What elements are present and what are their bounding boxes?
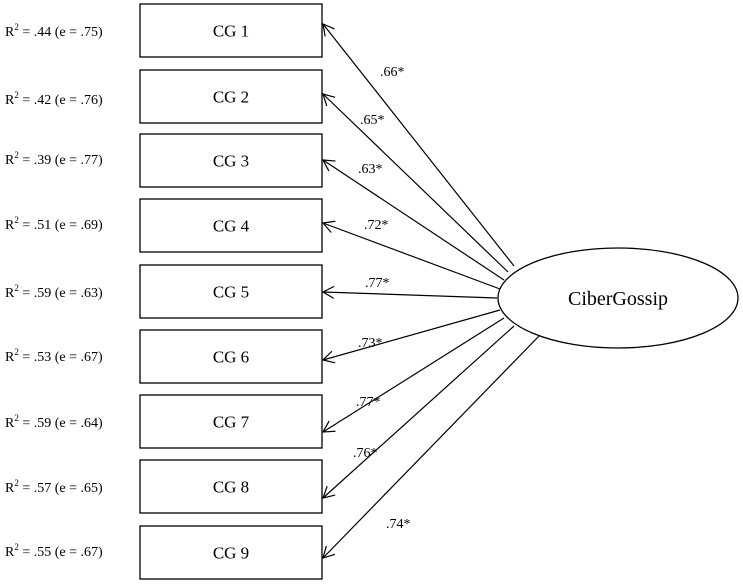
indicator-cg6: CG 6 xyxy=(139,329,323,384)
r-squared-prefix: R xyxy=(5,481,15,496)
r-squared-prefix: R xyxy=(5,25,15,40)
indicator-label: CG 5 xyxy=(213,283,249,302)
r-squared-label-cg7: R2 = .59 (e = .64) xyxy=(5,413,103,431)
r-squared-value: = .51 (e = .69) xyxy=(19,218,103,233)
indicator-group: CG 1 CG 2 CG 3 CG 4 CG 5 CG 6 CG 7 CG 8 CG 9 xyxy=(139,3,323,580)
r-squared-superscript: 2 xyxy=(14,22,19,32)
loading-arrow-cg5 xyxy=(321,285,498,299)
r-squared-superscript: 2 xyxy=(14,542,19,552)
r-squared-prefix: R xyxy=(5,286,15,301)
r-squared-prefix: R xyxy=(5,350,15,365)
indicator-box xyxy=(139,133,323,188)
indicator-label: CG 8 xyxy=(213,478,249,497)
r-squared-superscript: 2 xyxy=(14,413,19,423)
r-squared-value: = .53 (e = .67) xyxy=(19,350,103,365)
r-squared-superscript: 2 xyxy=(14,283,19,293)
loading-arrow-cg3 xyxy=(321,159,505,281)
r-squared-label-cg8: R2 = .57 (e = .65) xyxy=(5,478,103,496)
loading-label-cg9: .74* xyxy=(386,517,411,532)
r-squared-superscript: 2 xyxy=(14,215,19,225)
r-squared-prefix: R xyxy=(5,416,15,431)
indicator-cg9: CG 9 xyxy=(139,525,323,580)
latent-ellipse xyxy=(497,247,739,349)
loading-arrow-cg9 xyxy=(322,333,542,559)
latent-label: CiberGossip xyxy=(568,288,668,310)
indicator-label: CG 1 xyxy=(213,22,249,41)
loading-arrow-cg1 xyxy=(322,23,515,267)
r-squared-superscript: 2 xyxy=(14,478,19,488)
r-squared-group: R2 = .44 (e = .75)R2 = .42 (e = .76)R2 =… xyxy=(5,22,103,560)
r-squared-label-cg5: R2 = .59 (e = .63) xyxy=(5,283,103,301)
r-squared-prefix: R xyxy=(5,153,15,168)
r-squared-label-cg1: R2 = .44 (e = .75) xyxy=(5,22,103,40)
r-squared-label-cg2: R2 = .42 (e = .76) xyxy=(5,90,103,108)
indicator-label: CG 4 xyxy=(213,217,250,236)
r-squared-superscript: 2 xyxy=(14,150,19,160)
indicator-box xyxy=(139,329,323,384)
indicator-label: CG 3 xyxy=(213,152,249,171)
indicator-box xyxy=(139,525,323,580)
loading-label-cg6: .73* xyxy=(358,336,383,351)
indicator-cg4: CG 4 xyxy=(139,198,323,253)
loading-label-cg8: .76* xyxy=(353,446,378,461)
r-squared-value: = .55 (e = .67) xyxy=(19,545,103,560)
loading-label-cg2: .65* xyxy=(360,113,385,128)
r-squared-value: = .59 (e = .63) xyxy=(19,286,103,301)
loading-label-cg4: .72* xyxy=(364,218,389,233)
loading-arrow-cg4 xyxy=(321,220,501,290)
r-squared-value: = .42 (e = .76) xyxy=(19,93,103,108)
loading-label-cg5: .77* xyxy=(365,276,390,291)
r-squared-superscript: 2 xyxy=(14,90,19,100)
indicator-cg3: CG 3 xyxy=(139,133,323,188)
indicator-label: CG 7 xyxy=(213,413,250,432)
indicator-cg5: CG 5 xyxy=(139,264,323,319)
r-squared-value: = .59 (e = .64) xyxy=(19,416,103,431)
loading-label-cg7: .77* xyxy=(356,395,381,410)
r-squared-value: = .44 (e = .75) xyxy=(19,25,103,40)
indicator-box xyxy=(139,394,323,449)
r-squared-label-cg4: R2 = .51 (e = .69) xyxy=(5,215,103,233)
latent-factor: CiberGossip xyxy=(497,247,739,349)
loading-arrow-cg8 xyxy=(322,325,515,499)
indicator-cg8: CG 8 xyxy=(139,459,323,514)
r-squared-label-cg3: R2 = .39 (e = .77) xyxy=(5,150,103,168)
indicator-label: CG 9 xyxy=(213,544,249,563)
indicator-cg2: CG 2 xyxy=(139,69,323,124)
r-squared-value: = .57 (e = .65) xyxy=(19,481,103,496)
r-squared-prefix: R xyxy=(5,545,15,560)
indicator-label: CG 6 xyxy=(213,348,249,367)
indicator-box xyxy=(139,3,323,58)
loading-arrow-cg2 xyxy=(322,93,509,273)
loading-arrow-cg6 xyxy=(321,309,501,364)
indicator-box xyxy=(139,459,323,514)
loading-paths xyxy=(321,23,542,559)
r-squared-prefix: R xyxy=(5,93,15,108)
loading-arrow-cg7 xyxy=(321,317,505,433)
indicator-box xyxy=(139,69,323,124)
indicator-label: CG 2 xyxy=(213,88,249,107)
r-squared-prefix: R xyxy=(5,218,15,233)
r-squared-label-cg6: R2 = .53 (e = .67) xyxy=(5,347,103,365)
loading-label-cg3: .63* xyxy=(358,162,383,177)
r-squared-value: = .39 (e = .77) xyxy=(19,153,103,168)
indicator-box xyxy=(139,198,323,253)
r-squared-label-cg9: R2 = .55 (e = .67) xyxy=(5,542,103,560)
indicator-box xyxy=(139,264,323,319)
loading-label-group: .66* .65* .63* .72* .77* .73* .77* .76* .74* xyxy=(353,65,411,532)
r-squared-superscript: 2 xyxy=(14,347,19,357)
loading-label-cg1: .66* xyxy=(380,65,405,80)
indicator-cg1: CG 1 xyxy=(139,3,323,58)
indicator-cg7: CG 7 xyxy=(139,394,323,449)
